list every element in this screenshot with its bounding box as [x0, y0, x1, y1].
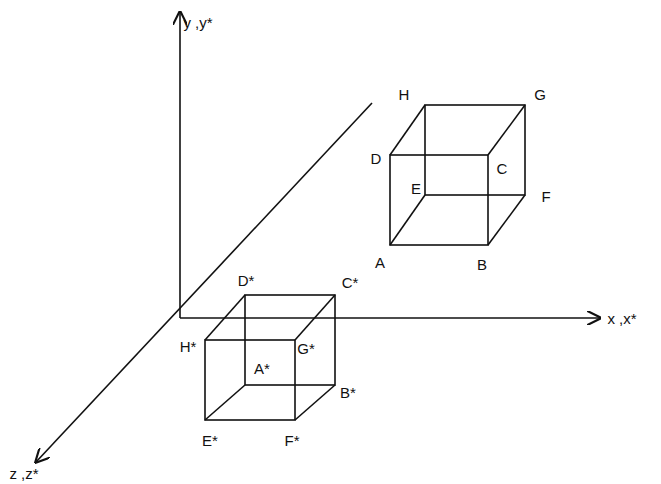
- vertex-label: F: [541, 189, 550, 204]
- cube-upper: [390, 105, 525, 245]
- vertex-label: E: [411, 181, 421, 196]
- cube-lower: [205, 295, 335, 420]
- axis-label: x ,x*: [607, 311, 636, 326]
- vertex-label: F*: [285, 433, 300, 448]
- vertex-label: E*: [202, 433, 218, 448]
- vertex-label: B*: [340, 385, 356, 400]
- axis-label: z ,z*: [9, 466, 38, 481]
- axis-label: y ,y*: [183, 15, 212, 30]
- vertex-label: C*: [342, 275, 359, 290]
- vertex-label: G*: [297, 341, 315, 356]
- vertex-label: D: [371, 151, 382, 166]
- vertex-label: H: [399, 87, 410, 102]
- y-axis: [179, 12, 181, 318]
- vertex-label: A*: [254, 361, 270, 376]
- vertex-label: C: [497, 161, 508, 176]
- vertex-label: D*: [238, 273, 255, 288]
- vertex-label: B: [477, 257, 487, 272]
- vertex-label: H*: [180, 339, 197, 354]
- x-axis: [180, 317, 600, 319]
- vertex-label: G: [534, 87, 546, 102]
- vertex-label: A: [375, 255, 385, 270]
- z-axis: [36, 103, 372, 462]
